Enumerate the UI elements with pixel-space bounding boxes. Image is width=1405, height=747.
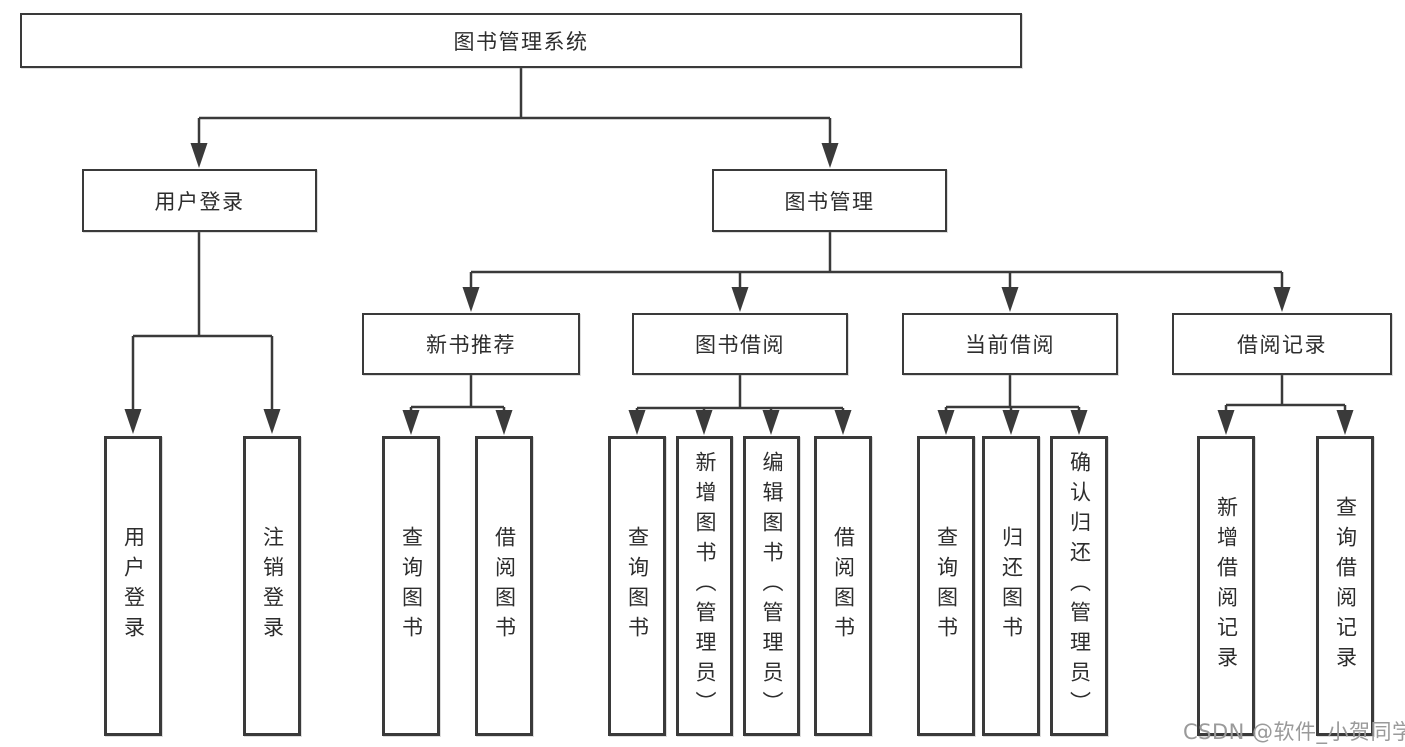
leaf-query-books-borrow: 查询图书 [608, 436, 666, 736]
node-book-management-branch: 图书管理 [712, 169, 947, 232]
leaf-edit-books-admin: 编辑图书（管理员） [743, 436, 800, 736]
leaf-add-borrow-record: 新增借阅记录 [1197, 436, 1255, 736]
leaf-borrow-books-recommend: 借阅图书 [475, 436, 533, 736]
node-current-borrow: 当前借阅 [902, 313, 1118, 375]
leaf-logout: 注销登录 [243, 436, 301, 736]
node-root-system: 图书管理系统 [20, 13, 1022, 68]
leaf-add-books-admin: 新增图书（管理员） [676, 436, 733, 736]
leaf-query-books-current: 查询图书 [917, 436, 975, 736]
node-new-book-recommend: 新书推荐 [362, 313, 580, 375]
csdn-watermark: CSDN @软件_小贺同学 [1183, 720, 1405, 744]
node-book-borrow: 图书借阅 [632, 313, 848, 375]
leaf-user-login: 用户登录 [104, 436, 162, 736]
leaf-return-books: 归还图书 [982, 436, 1040, 736]
leaf-borrow-books: 借阅图书 [814, 436, 872, 736]
leaf-query-borrow-record: 查询借阅记录 [1316, 436, 1374, 736]
leaf-confirm-return-admin: 确认归还（管理员） [1050, 436, 1108, 736]
node-user-login-branch: 用户登录 [82, 169, 317, 232]
leaf-query-books-recommend: 查询图书 [382, 436, 440, 736]
node-borrow-records: 借阅记录 [1172, 313, 1392, 375]
